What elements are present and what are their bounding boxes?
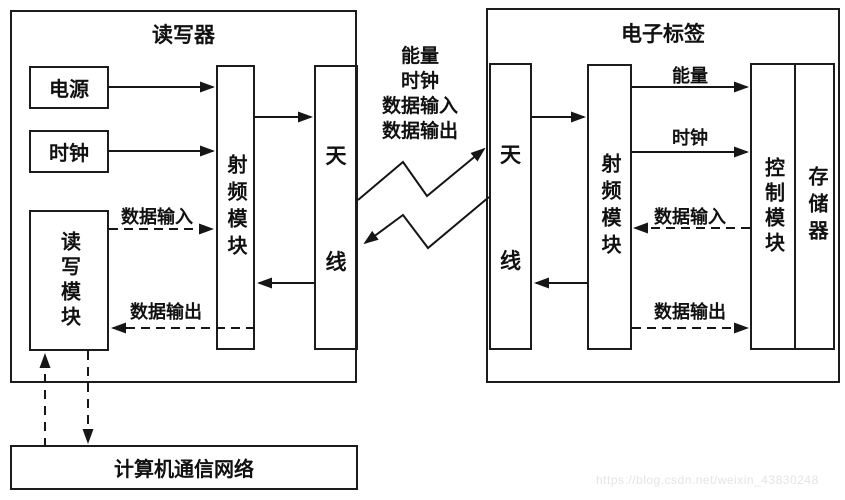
tag-antenna-label-top: 天 [500,143,521,167]
memory-cell: 存储器 [796,65,837,348]
reader-rf-module-box: 射频模块 [216,65,255,350]
power-label: 电源 [49,79,89,101]
control-memory-divider [794,65,796,348]
air-interface-labels: 能量 时钟 数据输入 数据输出 [345,44,495,144]
memory-label: 存储器 [805,166,827,247]
tag-outer-box [486,8,840,383]
air-label-data-output: 数据输出 [381,121,458,142]
clock-label: 时钟 [49,143,89,165]
reader-antenna-label-top: 天 [325,144,347,168]
tag-data-input-label: 数据输入 [654,207,726,227]
reader-antenna-box: 天 线 [314,65,358,350]
air-label-data-input: 数据输入 [381,96,458,117]
tag-antenna-box: 天 线 [489,63,532,350]
zigzag-arrow-reader-to-tag [357,147,486,201]
read-write-module-label: 读写模块 [57,230,80,331]
tag-energy-label: 能量 [672,66,708,86]
tag-clock-label: 时钟 [672,128,708,148]
zigzag-arrow-tag-to-reader [363,196,490,250]
tag-rf-module-box: 射频模块 [587,64,632,350]
reader-antenna-label-bottom: 线 [325,250,347,274]
reader-rf-module-label: 射频模块 [224,153,246,262]
power-box: 电源 [29,66,109,109]
tag-title: 电子标签 [621,23,705,46]
tag-rf-module-label: 射频模块 [598,153,620,261]
computer-network-label: 计算机通信网络 [114,459,254,481]
control-memory-box: 控制模块 存储器 [750,63,835,350]
watermark-text: https://blog.csdn.net/weixin_43830248 [596,473,819,487]
control-module-cell: 控制模块 [752,65,794,348]
clock-box: 时钟 [29,130,109,173]
reader-data-input-label: 数据输入 [121,207,193,227]
tag-antenna-label-bottom: 线 [500,249,521,273]
tag-data-output-label: 数据输出 [654,302,726,322]
air-label-energy: 能量 [400,46,439,67]
reader-data-output-label: 数据输出 [130,302,202,322]
air-label-clock: 时钟 [400,71,439,92]
computer-network-box: 计算机通信网络 [10,445,358,490]
reader-title: 读写器 [152,24,215,47]
read-write-module-box: 读写模块 [29,210,109,351]
control-module-label: 控制模块 [761,156,784,257]
